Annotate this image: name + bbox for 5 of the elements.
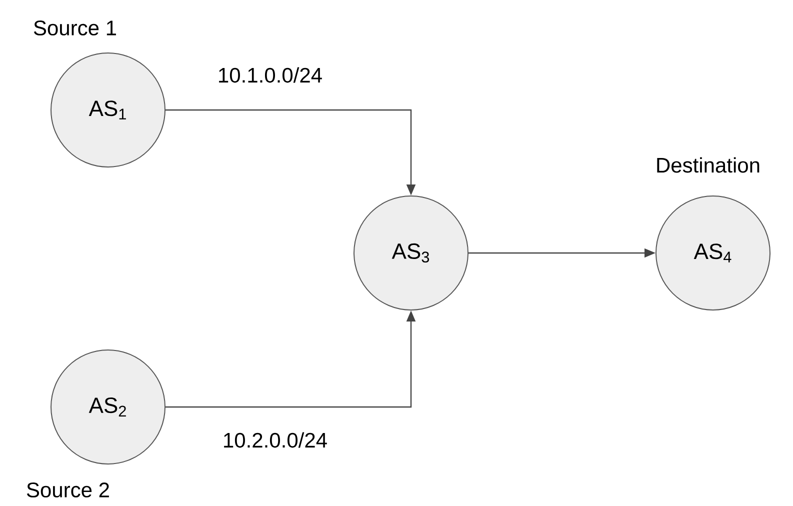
caption-text: Source 1 bbox=[34, 20, 116, 36]
edge-label: 10.1.0.0/24 bbox=[216, 66, 324, 84]
caption-text: Source 2 bbox=[26, 482, 109, 498]
edge-label: 10.2.0.0/24 bbox=[221, 431, 329, 449]
caption-text: Destination bbox=[657, 157, 760, 173]
